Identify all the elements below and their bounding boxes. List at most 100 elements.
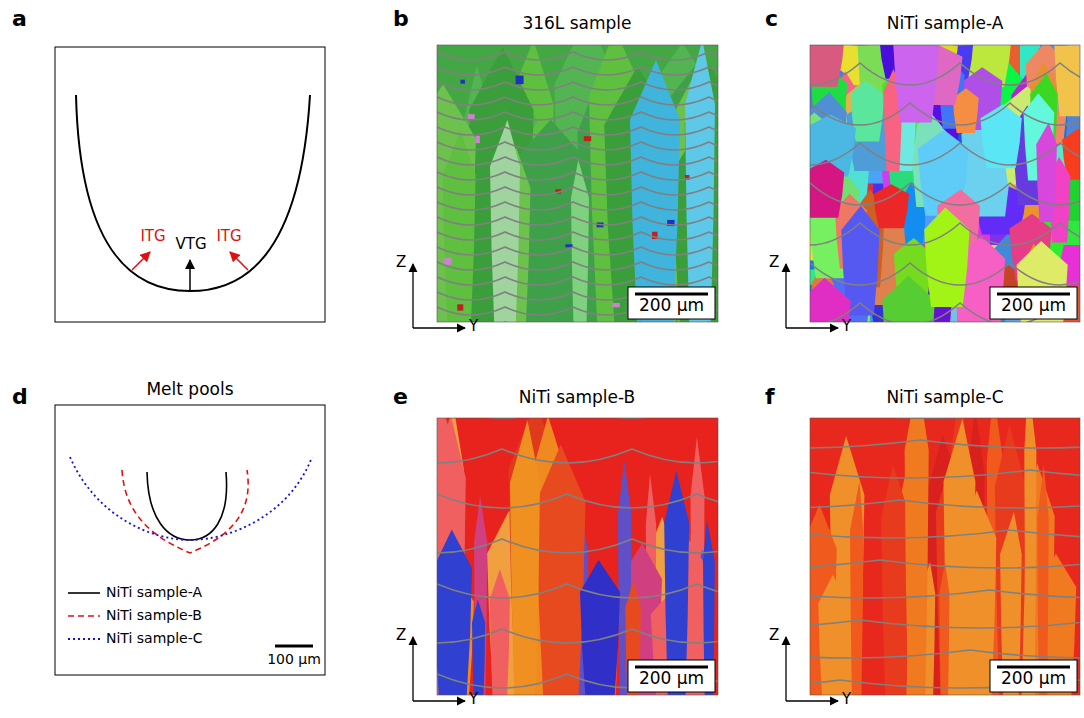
axis-label: Z (396, 254, 406, 271)
melt-pool-boundary (810, 63, 1080, 85)
map-frame (437, 418, 718, 695)
grain (980, 104, 1021, 168)
melt-pool-boundary (437, 539, 718, 553)
scale-bar (275, 645, 313, 648)
panel-letter: e (393, 384, 408, 409)
axis-label: Y (842, 691, 851, 708)
grain (437, 530, 472, 696)
axis-label: Z (769, 254, 779, 271)
speck (468, 114, 475, 119)
panel-letter: a (12, 6, 27, 31)
melt-pool-outline (76, 95, 310, 291)
legend-text: NiTi sample-C (106, 630, 203, 646)
melt-pool-boundary (810, 650, 1080, 658)
melt-pool-boundary (437, 629, 718, 643)
panel-letter: b (393, 6, 409, 31)
ebsd-map (437, 45, 718, 322)
melt-pool-boundary (810, 183, 1080, 205)
scale-box (990, 660, 1077, 692)
axis-label: Y (469, 691, 478, 708)
axis-arrow (412, 637, 413, 701)
panel-frame (55, 405, 325, 675)
grain (939, 562, 949, 695)
scale-label: 200 μm (639, 296, 704, 316)
panel-title: 316L sample (522, 14, 631, 34)
melt-pool-boundary (810, 470, 1080, 478)
speck (460, 80, 464, 84)
axis-label: Y (469, 318, 478, 335)
gradient-label: VTG (175, 236, 206, 253)
melt-pool-boundary (437, 232, 718, 240)
grain (905, 418, 929, 695)
grain (914, 507, 926, 695)
scale-label: 100 μm (267, 651, 321, 667)
scale-label: 200 μm (1001, 669, 1066, 689)
melt-pool-boundary (810, 263, 1080, 285)
grain (924, 207, 969, 307)
panel-title: NiTi sample-A (887, 14, 1004, 34)
scale-label: 200 μm (639, 669, 704, 689)
legend-text: NiTi sample-B (106, 607, 202, 623)
melt-pool-boundary (810, 560, 1080, 568)
axis-arrow (785, 264, 786, 328)
melt-pool-boundary (437, 112, 718, 120)
scale-label: 200 μm (1001, 296, 1066, 316)
legend-sample (68, 615, 100, 617)
itg-arrow (132, 252, 150, 270)
melt-pool-boundary (810, 530, 1080, 538)
itg-arrow (230, 252, 248, 270)
axis-label: Y (842, 318, 851, 335)
melt-pool-boundary (810, 223, 1080, 245)
melt-pool-b (122, 470, 248, 553)
melt-pool-boundary (437, 494, 718, 508)
melt-pool-boundary (810, 620, 1080, 628)
melt-pool-boundary (437, 202, 718, 210)
grain (1036, 122, 1057, 222)
panel-title: Melt pools (146, 380, 233, 400)
speck (457, 304, 463, 310)
melt-pool-boundary (437, 262, 718, 270)
axis-label: Z (396, 627, 406, 644)
panel-letter: f (765, 384, 775, 409)
melt-pool-boundary (437, 584, 718, 598)
axis-arrow (413, 327, 465, 328)
legend-sample (68, 638, 100, 640)
ebsd-map (810, 45, 1080, 322)
grain (874, 184, 910, 228)
melt-pool-boundary (437, 82, 718, 90)
melt-pool-boundary (437, 67, 718, 75)
grain (810, 160, 844, 218)
grain (580, 560, 620, 695)
grain (882, 276, 935, 322)
grain (818, 575, 846, 696)
scale-box (628, 660, 715, 692)
panel-letter: c (765, 6, 778, 31)
grain (1054, 45, 1080, 116)
grain (851, 81, 885, 142)
grain (443, 131, 476, 322)
vtg-arrow (189, 260, 191, 291)
speck (612, 303, 620, 307)
melt-pool-boundary (437, 97, 718, 105)
ebsd-map (437, 418, 718, 695)
map-frame (810, 418, 1080, 695)
speck (444, 258, 451, 265)
axis-arrow (786, 700, 838, 701)
melt-pool-boundary (437, 449, 718, 463)
melt-pool-boundary (810, 590, 1080, 598)
legend-sample (68, 592, 100, 594)
ebsd-map (810, 418, 1080, 695)
melt-pool-a (147, 472, 227, 540)
panel-title: NiTi sample-B (519, 388, 635, 408)
melt-pool-boundary (810, 440, 1080, 448)
grain (472, 599, 485, 695)
grain (1024, 418, 1036, 695)
melt-pool-boundary (437, 277, 718, 285)
melt-pool-boundary (810, 143, 1080, 165)
speck (584, 136, 591, 141)
grain (850, 481, 863, 695)
map-frame (810, 45, 1080, 322)
melt-pool-boundary (437, 217, 718, 225)
melt-pool-c (70, 457, 312, 540)
melt-pool-boundary (437, 52, 718, 60)
